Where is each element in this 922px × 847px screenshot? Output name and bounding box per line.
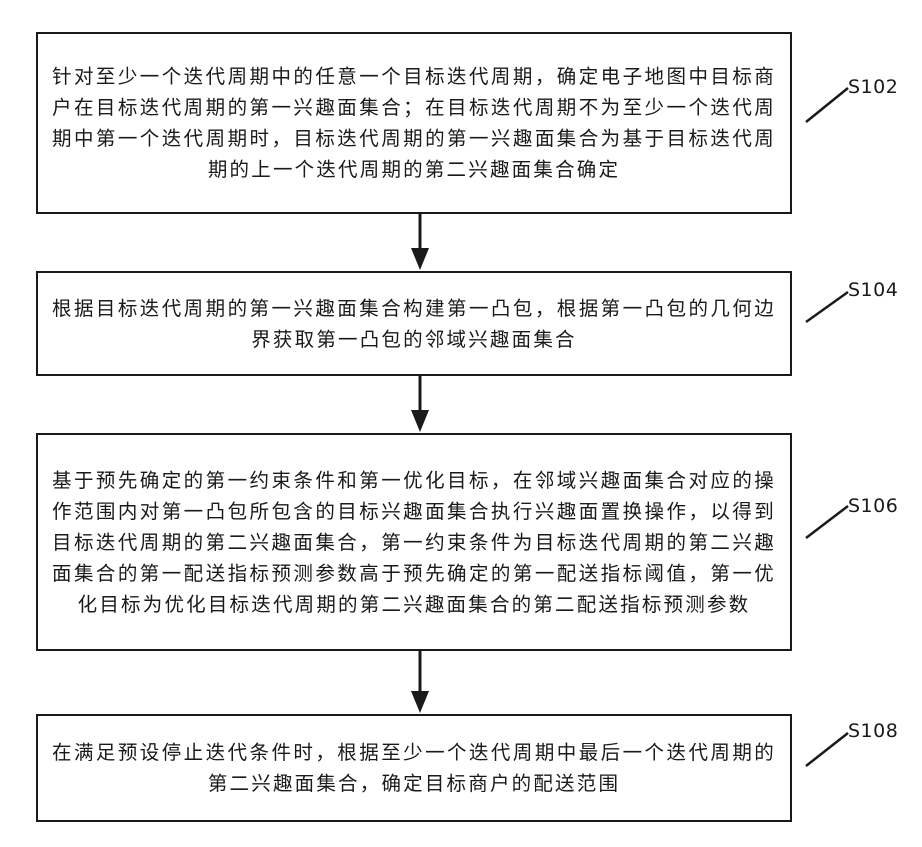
leader-line-s102 — [806, 88, 848, 122]
flow-arrow-s102-s104 — [411, 214, 429, 270]
flow-arrow-s104-s106 — [411, 376, 429, 432]
leader-line-s106 — [806, 506, 848, 538]
flow-arrow-s106-s108 — [411, 651, 429, 713]
leader-line-s104 — [806, 292, 848, 322]
leader-line-s108 — [806, 733, 848, 766]
